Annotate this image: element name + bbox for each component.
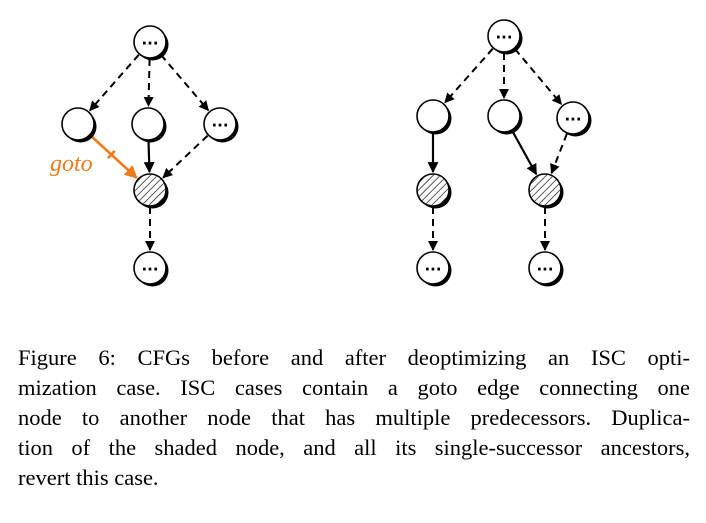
cfg-node-r-s1: [416, 173, 452, 209]
cfg-node-r-s2: [528, 173, 564, 209]
cfg-node-l-a: [61, 107, 97, 143]
node-hatch: [529, 174, 561, 206]
caption-line-4: tion of the shaded node, and all its sin…: [18, 435, 690, 460]
node-circle: [487, 99, 521, 133]
caption-line-1: Figure 6: CFGs before and after deoptimi…: [18, 345, 690, 370]
node-circle: [416, 251, 450, 285]
cfg-node-r-a: [416, 99, 452, 135]
node-circle: [61, 107, 95, 141]
edge-L_top-L_a: [89, 54, 140, 112]
caption-line-5: revert this case.: [18, 465, 159, 490]
goto-edge-tick: [106, 149, 116, 160]
node-hatch: [134, 174, 166, 206]
edges-layer: [89, 48, 568, 251]
node-circle: [133, 25, 167, 59]
node-label: ···: [495, 29, 512, 47]
caption-line-2: mization case. ISC cases contain a goto …: [18, 375, 690, 400]
cfg-node-l-c: ···: [203, 107, 239, 143]
edge-R_top-R_c: [514, 48, 563, 105]
node-label: ···: [141, 35, 158, 53]
goto-edge: [89, 134, 138, 179]
node-circle: [203, 107, 237, 141]
node-label: ···: [564, 111, 581, 129]
cfg-node-r-c: ···: [556, 101, 592, 137]
node-circle: [416, 99, 450, 133]
nodes-layer: ··· ··· ··· ··· ··· ··· ···: [61, 19, 592, 287]
cfg-node-l-bot: ···: [133, 251, 169, 287]
node-label: ···: [536, 261, 553, 279]
edge-L_c-L_s: [162, 134, 209, 179]
cfg-node-l-b: [131, 107, 167, 143]
node-label: ···: [211, 117, 228, 135]
node-circle: [131, 107, 165, 141]
edge-L_b-L_s: [143, 140, 155, 174]
cfg-diagram: ··· ··· ··· ··· ··· ··· ··· goto: [50, 19, 592, 287]
cfg-node-r-bot2: ···: [528, 251, 564, 287]
node-label: ···: [424, 261, 441, 279]
cfg-node-r-top: ···: [487, 19, 523, 55]
cfg-node-r-bot1: ···: [416, 251, 452, 287]
node-circle: [528, 251, 562, 285]
cfg-node-r-b: [487, 99, 523, 135]
node-circle: [487, 19, 521, 53]
edge-R_b-R_s2: [511, 130, 538, 176]
node-hatch: [417, 174, 449, 206]
cfg-node-l-top: ···: [133, 25, 169, 61]
node-label: ···: [141, 261, 158, 279]
edge-R_top-R_a: [444, 48, 494, 104]
edge-L_top-L_c: [160, 54, 210, 112]
node-circle: [556, 101, 590, 135]
edge-R_c-R_s2: [550, 133, 568, 175]
edge-L_top-L_b: [143, 58, 154, 108]
cfg-node-l-s: [133, 173, 169, 209]
node-circle: [133, 251, 167, 285]
caption-line-3: node to another node that has multiple p…: [18, 405, 690, 430]
figure-caption: Figure 6: CFGs before and after deoptimi…: [18, 343, 690, 493]
goto-label: goto: [50, 151, 93, 177]
